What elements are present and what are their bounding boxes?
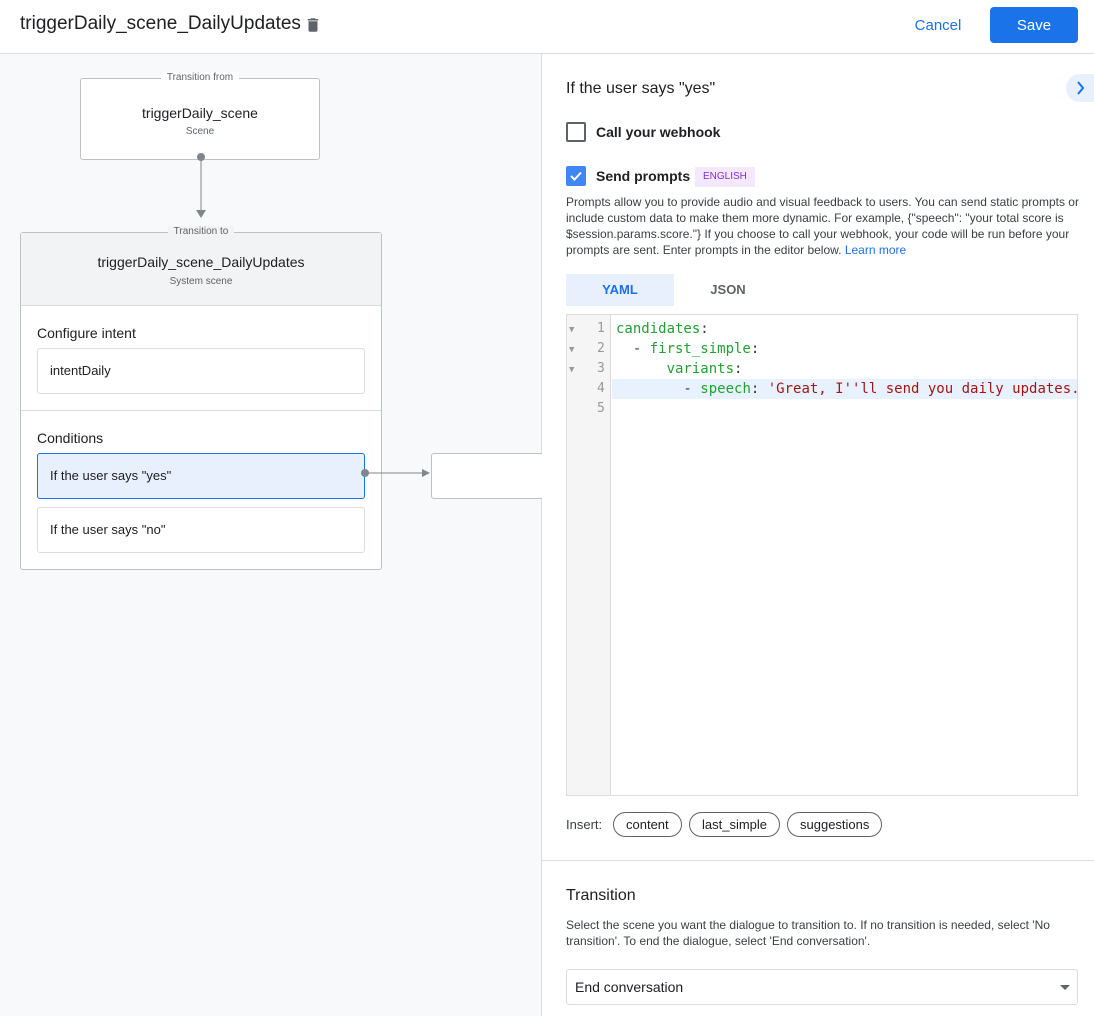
learn-more-link[interactable]: Learn more <box>844 243 907 257</box>
insert-chip-content[interactable]: content <box>613 812 682 837</box>
yaml-key: candidates <box>616 321 701 337</box>
to-scene-name: triggerDaily_scene_DailyUpdates <box>97 254 305 270</box>
intent-item[interactable]: intentDaily <box>37 348 365 394</box>
description-text: Prompts allow you to provide audio and v… <box>566 195 1079 257</box>
panel-heading: If the user says "yes" <box>566 80 716 97</box>
webhook-label: Call your webhook <box>596 124 721 140</box>
webhook-checkbox[interactable] <box>566 122 586 142</box>
dropdown-arrow-icon <box>1060 985 1070 990</box>
insert-chip-last-simple[interactable]: last_simple <box>689 812 781 837</box>
line-number: 2 <box>597 341 605 356</box>
editor-gutter <box>567 315 611 795</box>
send-prompts-label: Send prompts <box>596 168 691 184</box>
line-number: 5 <box>597 401 605 416</box>
check-icon <box>570 171 582 181</box>
collapse-panel-button[interactable] <box>1066 74 1094 102</box>
fold-arrow-icon[interactable]: ▼ <box>569 325 575 335</box>
condition-connector <box>361 469 430 477</box>
page-title: triggerDaily_scene_DailyUpdates <box>20 13 301 34</box>
divider <box>542 860 1094 861</box>
line-number: 3 <box>597 361 605 376</box>
cancel-button[interactable]: Cancel <box>904 8 972 42</box>
code-line: variants: <box>666 361 743 377</box>
insert-label: Insert: <box>566 817 603 832</box>
fold-arrow-icon[interactable]: ▼ <box>569 345 575 355</box>
conditions-heading: Conditions <box>37 430 104 446</box>
yaml-key: variants <box>666 361 735 377</box>
configure-intent-heading: Configure intent <box>37 325 136 341</box>
tab-json[interactable]: JSON <box>710 282 746 297</box>
transition-to-node: Transition to triggerDaily_scene_DailyUp… <box>20 226 382 570</box>
language-badge: ENGLISH <box>695 167 755 187</box>
save-button[interactable]: Save <box>990 7 1078 43</box>
transition-to-legend: Transition to <box>167 226 235 237</box>
trash-icon[interactable] <box>304 15 322 35</box>
condition-no[interactable]: If the user says "no" <box>37 507 365 553</box>
connector-arrow <box>196 153 206 218</box>
line-number: 4 <box>597 381 605 396</box>
from-scene-type: Scene <box>185 126 215 137</box>
flow-canvas: Transition from triggerDaily_scene Scene… <box>0 54 551 1016</box>
from-scene-name: triggerDaily_scene <box>142 105 258 121</box>
transition-description: Select the scene you want the dialogue t… <box>566 918 1050 948</box>
chevron-right-icon <box>1077 81 1085 95</box>
transition-select[interactable]: End conversation <box>566 969 1078 1005</box>
yaml-string: 'Great, I''ll send you daily updates. <box>767 381 1077 397</box>
transition-from-legend: Transition from <box>160 72 240 83</box>
fold-arrow-icon[interactable]: ▼ <box>569 365 575 375</box>
tab-yaml[interactable]: YAML <box>566 274 674 306</box>
insert-chip-suggestions[interactable]: suggestions <box>787 812 883 837</box>
code-line: candidates: <box>616 321 709 337</box>
code-line: - speech: 'Great, I''ll send you daily u… <box>612 379 1077 399</box>
line-number: 1 <box>597 321 605 336</box>
transition-from-node[interactable]: Transition from triggerDaily_scene Scene <box>80 72 320 160</box>
yaml-key: first_simple <box>649 341 751 357</box>
to-scene-type: System scene <box>169 276 233 287</box>
condition-yes[interactable]: If the user says "yes" <box>37 453 365 499</box>
prompts-description: Prompts allow you to provide audio and v… <box>566 194 1082 258</box>
header: triggerDaily_scene_DailyUpdates Cancel S… <box>0 0 1094 54</box>
yaml-key: speech <box>700 381 751 397</box>
send-prompts-checkbox[interactable] <box>566 166 586 186</box>
transition-select-value: End conversation <box>575 979 684 995</box>
code-line: - first_simple: <box>616 341 760 357</box>
transition-heading: Transition <box>566 887 636 904</box>
target-node-empty[interactable] <box>431 453 551 499</box>
code-editor[interactable]: ▼ ▼ ▼ 1 2 3 4 5 candidates: - first_simp… <box>566 314 1078 796</box>
condition-panel <box>542 54 1094 1016</box>
